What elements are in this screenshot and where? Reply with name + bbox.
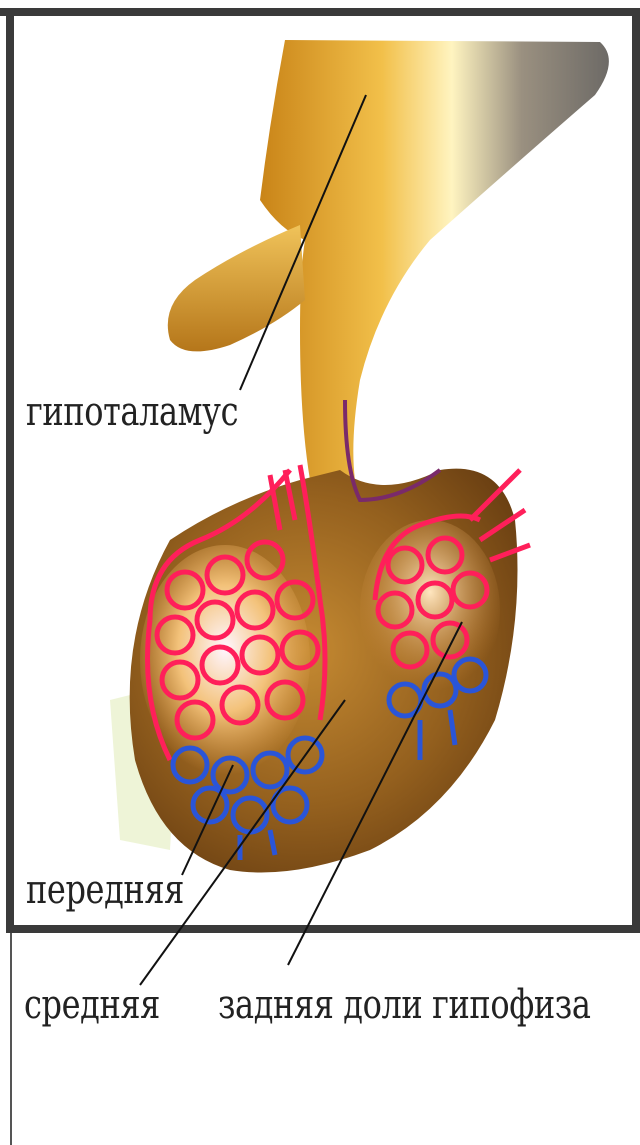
label-hypothalamus: гипоталамус [26, 392, 238, 432]
label-middle-lobe: средняя [24, 985, 160, 1025]
infundibulum-stalk [260, 40, 609, 480]
label-posterior-lobe: задняя доли гипофиза [218, 985, 591, 1025]
label-anterior-lobe: передняя [26, 870, 184, 910]
